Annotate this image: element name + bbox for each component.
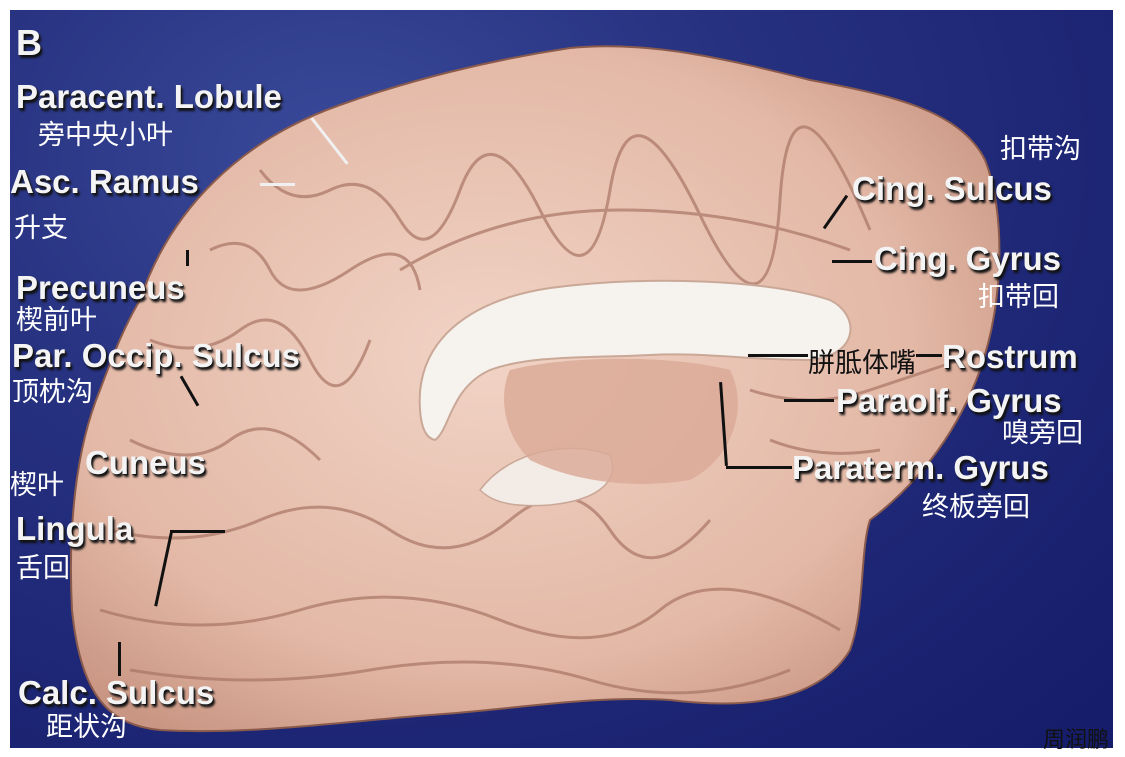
brain-medial-surface <box>69 45 1001 733</box>
label-cuneus: Cuneus <box>85 444 207 481</box>
label-precuneus: Precuneus <box>16 269 185 306</box>
label-asc-ramus-zh: 升支 <box>14 213 68 244</box>
label-precuneus-zh: 楔前叶 <box>16 305 97 336</box>
thalamus <box>504 358 738 484</box>
brain-photo: B Paracent. Lobule 旁中央小叶 Asc. Ramus 升支 P… <box>10 10 1113 748</box>
label-calc-sulcus-zh: 距状沟 <box>46 712 127 743</box>
leader-line <box>170 530 225 533</box>
label-cing-gyrus: Cing. Gyrus <box>874 240 1062 277</box>
leader-line <box>784 399 834 402</box>
label-paraterm-gyrus-zh: 终板旁回 <box>922 492 1030 523</box>
label-cing-gyrus-zh: 扣带回 <box>978 282 1059 313</box>
leader-line <box>118 642 121 676</box>
label-paraterm-gyrus: Paraterm. Gyrus <box>792 449 1049 486</box>
label-asc-ramus: Asc. Ramus <box>10 163 199 200</box>
label-cing-sulcus-zh: 扣带沟 <box>1000 134 1081 165</box>
leader-line <box>186 250 189 266</box>
label-paracent-lobule-zh: 旁中央小叶 <box>38 120 173 151</box>
corpus-callosum <box>418 279 852 442</box>
panel-label: B <box>16 22 42 63</box>
leader-line <box>748 354 808 357</box>
label-rostrum: Rostrum <box>942 338 1078 375</box>
label-calc-sulcus: Calc. Sulcus <box>18 674 215 711</box>
label-lingula-zh: 舌回 <box>16 553 70 584</box>
label-cuneus-zh: 楔叶 <box>10 470 64 501</box>
author-credit: 周润鹏 <box>1042 728 1109 753</box>
label-par-occip-sulcus-zh: 顶枕沟 <box>12 377 93 408</box>
label-cing-sulcus: Cing. Sulcus <box>852 170 1052 207</box>
label-lingula: Lingula <box>16 510 134 547</box>
label-paracent-lobule: Paracent. Lobule <box>16 78 282 115</box>
leader-line <box>726 466 792 469</box>
label-paraolf-gyrus-zh: 嗅旁回 <box>1002 418 1083 449</box>
label-rostrum-zh: 胼胝体嘴 <box>808 348 916 379</box>
gyri-folds <box>99 125 961 695</box>
label-par-occip-sulcus: Par. Occip. Sulcus <box>12 337 300 374</box>
leader-line <box>260 183 295 186</box>
leader-line <box>916 354 942 357</box>
leader-line <box>832 260 872 263</box>
label-paraolf-gyrus: Paraolf. Gyrus <box>836 382 1062 419</box>
